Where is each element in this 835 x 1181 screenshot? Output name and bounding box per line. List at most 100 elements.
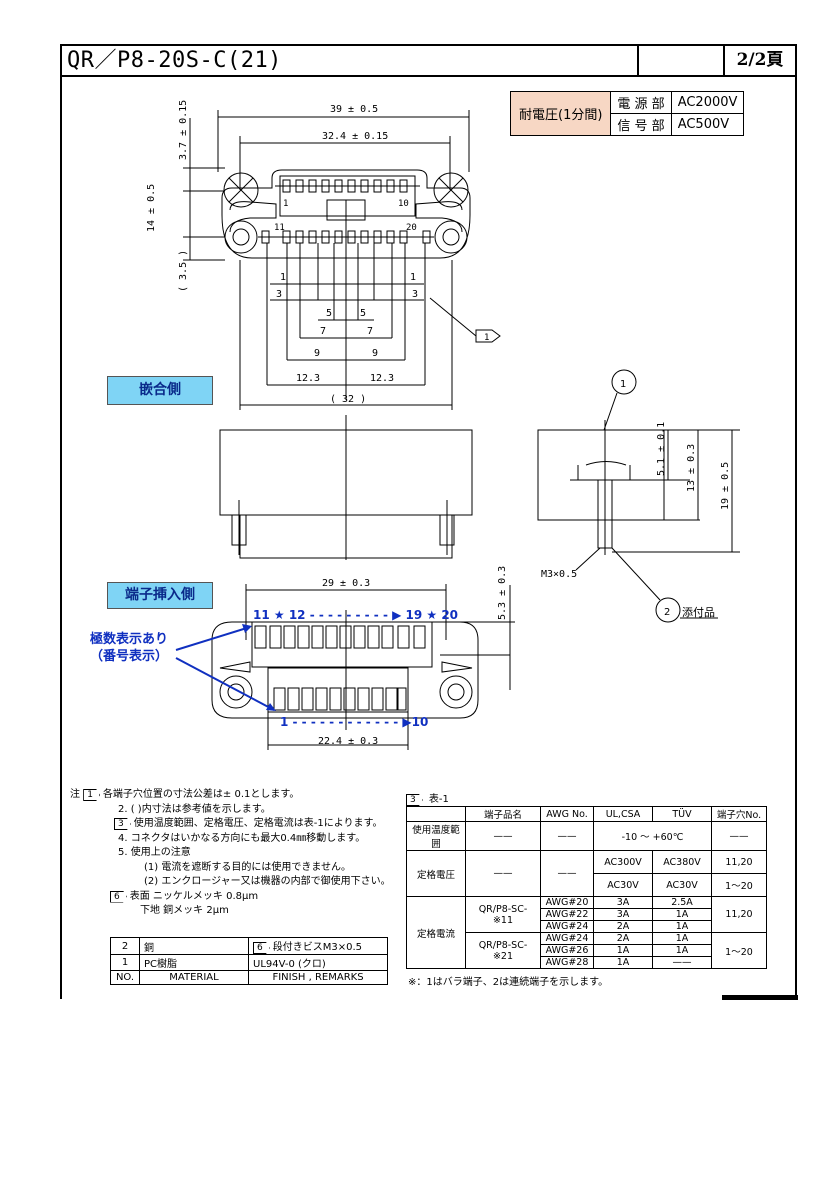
dim-ins-bottom: 22.4 ± 0.3 [318,736,378,747]
withstand-voltage-label: 耐電圧(1分間) [509,91,612,136]
t1-cell: 2.5A [652,896,712,909]
t1-cell: 11,20 [711,896,767,933]
note-row: 4. コネクタはいかなる方向にも最大0.4㎜移動します。 [118,832,366,844]
mat-marker: 6 [253,942,270,954]
top-view [183,110,501,410]
t1-cell: AWG#28 [540,956,594,969]
dim-3-right: 3 [412,289,418,300]
bottom-row-indicator: 1 - - - - - - - - - - - - ▶10 [280,715,428,729]
t1-cell: —— [652,956,712,969]
note-marker: 6 [110,890,127,903]
table1-marker: 3 [406,794,423,806]
dim-top-width: 39 ± 0.5 [330,104,378,115]
t1-cell: 1A [593,956,653,969]
callout-1: 1 [620,379,626,390]
t1-cell: AC380V [652,850,712,874]
callout-2: 2 [664,607,670,618]
t1-group-name: QR/P8-SC-※21 [465,932,541,969]
t1-cell: 11,20 [711,850,767,874]
t1-cell: AWG#22 [540,908,594,921]
mat-finish: UL94V-0 (クロ) [248,954,388,971]
t1-header: AWG No. [540,806,594,822]
withstand-voltage-table: 耐電圧(1分間) 電 源 部 AC2000V 信 号 部 AC500V [509,91,745,136]
side-view-dims: 5.1 ± 0.1 13 ± 0.3 19 ± 0.5 M3×0.5 1 2 添… [541,379,731,619]
t1-cell: 1A [593,944,653,957]
note-row: (2) エンクロージャー又は機器の内部で御使用下さい。 [144,876,391,887]
t1-cell: 2A [593,920,653,933]
dim-1-right: 1 [410,272,416,283]
dim-3-left: 3 [276,289,282,300]
page-number: 2/2頁 [723,46,795,75]
voltage-value: AC500V [670,113,745,136]
pin-label-20: 20 [406,223,417,233]
note-marker: 3 [114,818,131,830]
note-marker: 1 [83,789,100,801]
t1-cell: 2A [593,932,653,945]
top-row-indicator: 11 ★ 12 - - - - - - - - - ▶ 19 ★ 20 [253,608,458,622]
t1-cell: 1A [652,932,712,945]
t1-cell: AC30V [652,873,712,897]
dim-side2: 13 ± 0.3 [686,444,697,492]
t1-cell: 3A [593,908,653,921]
t1-header: TÜV [652,806,712,822]
insertion-pins [254,625,426,711]
t1-current-label: 定格電流 [406,896,466,969]
t1-cell: 1～20 [711,873,767,897]
t1-group-name: QR/P8-SC-※11 [465,896,541,933]
front-view [219,415,473,560]
title-blank-cell [637,46,723,75]
dim-side3: 19 ± 0.5 [720,462,731,510]
polarity-arrows [175,624,276,711]
t1-cell: AC30V [593,873,653,897]
t1-dash: —— [465,821,541,851]
frame-bottom-bar [722,995,798,1000]
dim-12-right: 12.3 [370,373,394,384]
note-row: (1) 電流を遮断する目的には使用できません。 [144,861,352,873]
t1-header: UL,CSA [593,806,653,822]
dim-pitch-width: 32.4 ± 0.15 [322,131,388,142]
voltage-part: 電 源 部 [610,91,672,114]
dim-ins-height: 5.3 ± 0.3 [497,566,508,620]
dim-5-right: 5 [360,308,366,319]
t1-cell: 1A [652,908,712,921]
mat-no: 2 [110,937,140,955]
mat-no: NO. [110,970,140,985]
dim-h2: 14 ± 0.5 [146,184,157,232]
note-row: 2. ( )内寸法は参考値を示します。 [118,803,271,815]
table1-footnote: ※：1はバラ端子、2は連続端子を示します。 [408,977,609,988]
dim-h1: 3.7 ± 0.15 [178,100,189,160]
note-row: 5. 使用上の注意 [118,847,191,858]
mat-material: MATERIAL [139,970,249,985]
dim-bottom: ( 32 ) [330,394,366,405]
t1-cell: AC300V [593,850,653,874]
note-text: 表面 ニッケルメッキ 0.8μm [129,890,259,902]
t1-cell: 1A [652,920,712,933]
t1-cell: AWG#24 [540,932,594,945]
table1-title: 3 表-1 [406,790,449,806]
side-view [537,369,740,623]
t1-dash: —— [540,821,594,851]
drawing-frame [60,44,797,999]
t1-voltage-label: 定格電圧 [406,850,466,897]
dim-ins-width: 29 ± 0.3 [322,578,370,589]
t1-header: 端子品名 [465,806,541,822]
mat-no: 1 [110,954,140,971]
row-indicators: 11 ★ 12 - - - - - - - - - ▶ 19 ★ 20 1 - … [253,608,458,729]
table1-title-text: 表-1 [428,794,449,805]
voltage-part: 信 号 部 [610,113,672,136]
t1-header: 端子穴No. [711,806,767,822]
note-text: 使用温度範囲、定格電圧、定格電流は表-1によります。 [133,818,383,829]
t1-cell: 1～20 [711,932,767,969]
dim-h3: ( 3.5 ) [178,250,189,292]
t1-cell: 3A [593,896,653,909]
dim-9-left: 9 [314,348,320,359]
mat-finish: FINISH , REMARKS [248,970,388,985]
mat-finish-text: 段付きビスM3×0.5 [272,942,363,953]
note-row: 下地 銅メッキ 2μm [140,905,229,916]
